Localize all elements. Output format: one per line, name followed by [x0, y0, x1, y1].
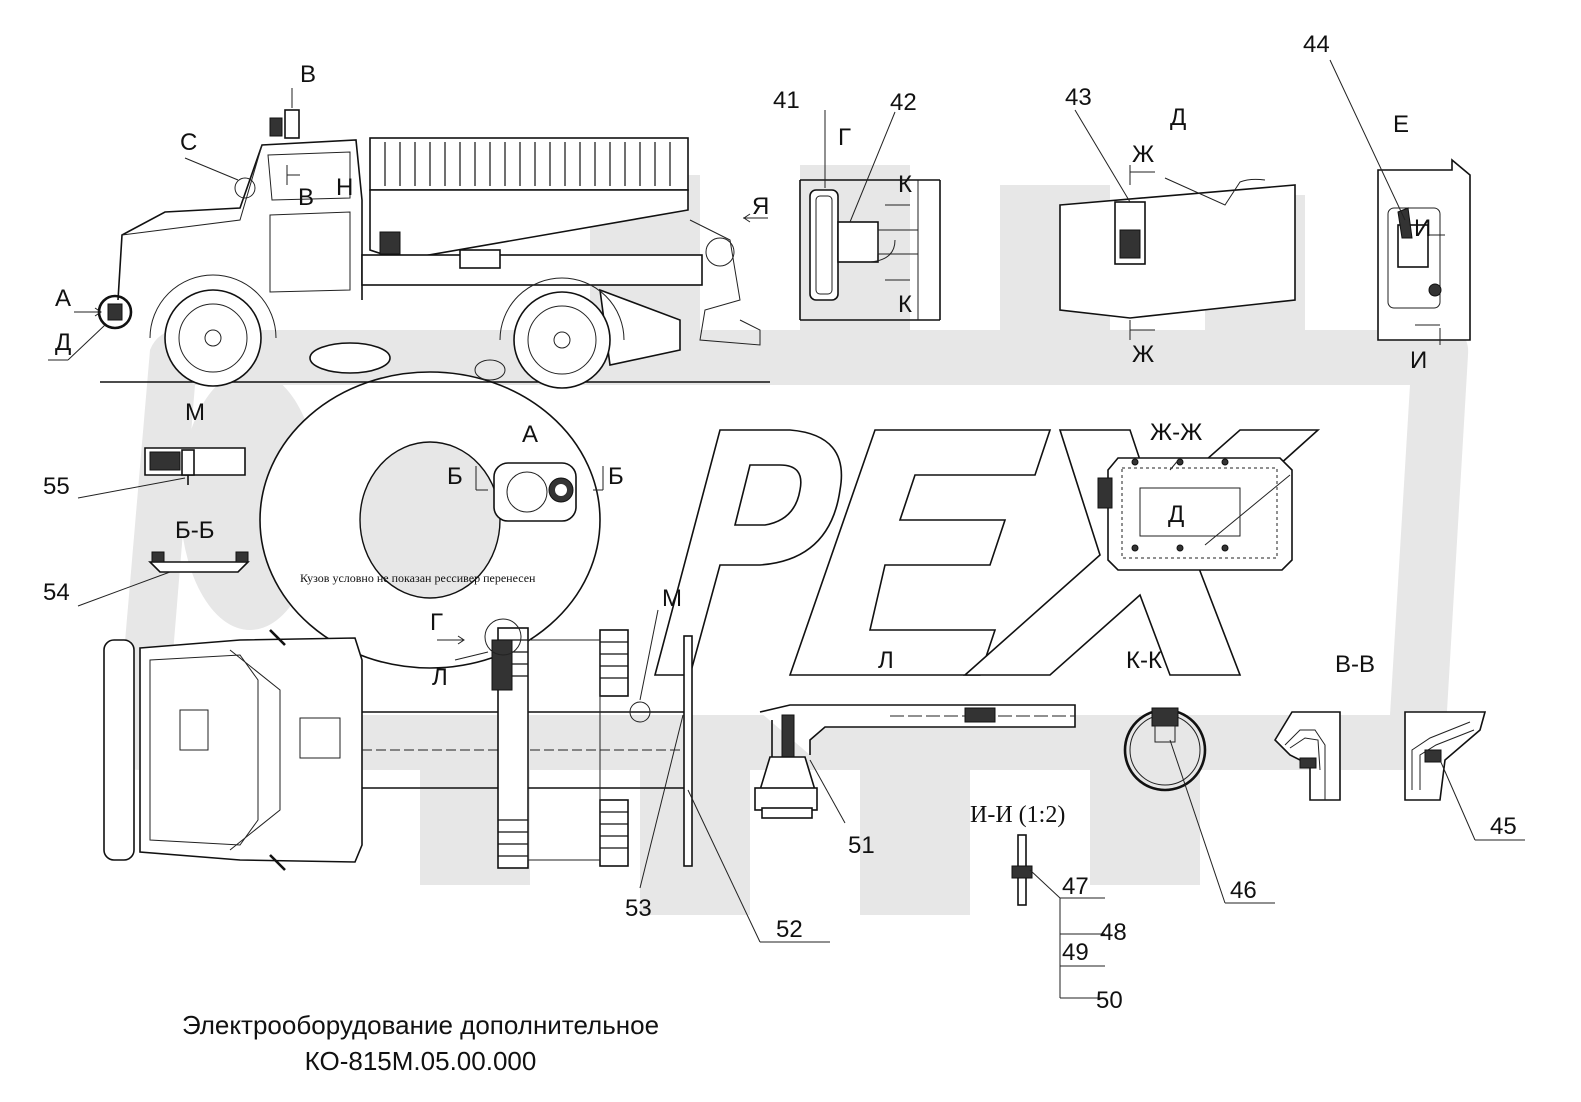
- callout-55: 55: [43, 473, 70, 500]
- label-e-44: Е: [1393, 111, 1409, 138]
- label-h: Н: [336, 174, 353, 201]
- note-text: Кузов условно не показан ресcивер перене…: [300, 571, 536, 585]
- callout-46: 46: [1230, 877, 1257, 904]
- view-e: [1329, 59, 1471, 345]
- label-m-top: М: [185, 399, 205, 426]
- label-vv: В-В: [1335, 651, 1375, 678]
- callout-49: 49: [1062, 939, 1089, 966]
- label-ya: Я: [752, 193, 769, 220]
- label-k-bot: К: [898, 291, 912, 318]
- truck-side-view: [48, 88, 770, 389]
- view-a: [475, 462, 604, 522]
- label-v-top: В: [300, 61, 316, 88]
- label-zhzh: Ж-Ж: [1150, 419, 1202, 446]
- callout-45: 45: [1490, 813, 1517, 840]
- section-kk: [1123, 707, 1275, 904]
- view-m: [77, 447, 246, 499]
- label-d-left: Д: [55, 329, 71, 356]
- view-bb: [77, 551, 250, 607]
- section-l: [754, 704, 1076, 824]
- label-v-mid: В: [298, 184, 314, 211]
- callout-47: 47: [1062, 873, 1089, 900]
- drawing-number: КО-815М.05.00.000: [304, 1046, 537, 1076]
- labels: В С В Н Я А Д Г К К Д Ж Ж Е И И М А Б Б …: [43, 31, 1517, 1014]
- view-g: [799, 110, 941, 321]
- label-ii: И-И (1:2): [970, 802, 1065, 828]
- callout-43: 43: [1065, 84, 1092, 111]
- label-d-zhzh: Д: [1168, 501, 1184, 528]
- label-bb: Б-Б: [175, 517, 215, 544]
- drawing-title: Электрооборудование дополнительное: [181, 1010, 660, 1040]
- label-a-left: А: [55, 285, 71, 312]
- callout-53: 53: [625, 895, 652, 922]
- label-kk: К-К: [1126, 647, 1162, 674]
- label-d-43: Д: [1170, 104, 1186, 131]
- label-g-41: Г: [838, 124, 851, 151]
- label-g-plan: Г: [430, 609, 443, 636]
- plan-view: [103, 609, 830, 943]
- callout-54: 54: [43, 579, 70, 606]
- label-k-top: К: [898, 171, 912, 198]
- callout-50: 50: [1096, 987, 1123, 1014]
- callout-51: 51: [848, 832, 875, 859]
- view-d: [1059, 109, 1296, 340]
- label-b-left: Б: [447, 463, 463, 490]
- label-i-mid: И: [1414, 215, 1431, 242]
- callout-52: 52: [776, 916, 803, 943]
- label-a-view: А: [522, 421, 538, 448]
- label-b-right: Б: [608, 463, 624, 490]
- label-zh-top: Ж: [1132, 141, 1154, 168]
- callout-48: 48: [1100, 919, 1127, 946]
- callout-41: 41: [773, 87, 800, 114]
- label-c: С: [180, 129, 197, 156]
- label-m-plan: М: [662, 585, 682, 612]
- section-ii: [1011, 834, 1105, 999]
- label-zh-bot: Ж: [1132, 341, 1154, 368]
- callout-44: 44: [1303, 31, 1330, 58]
- label-l-plan: Л: [432, 664, 448, 691]
- label-i-bot: И: [1410, 347, 1427, 374]
- view-zhzh: [1097, 457, 1293, 571]
- label-l-sec: Л: [878, 647, 894, 674]
- section-vv: [1273, 711, 1525, 841]
- callout-42: 42: [890, 89, 917, 116]
